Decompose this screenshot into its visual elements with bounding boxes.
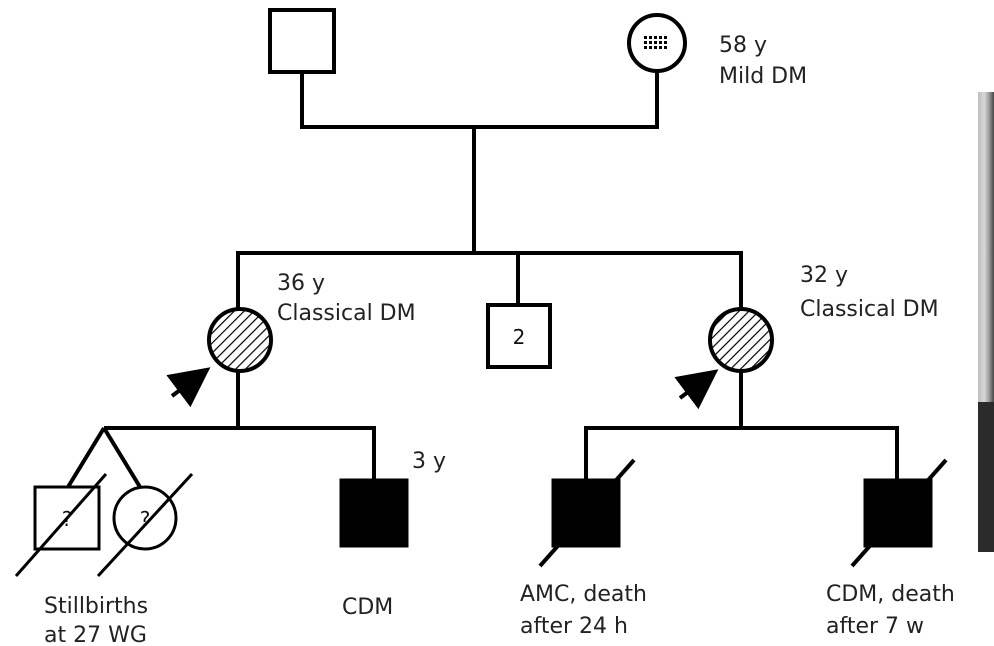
grandmother-dx-label: Mild DM [719,64,807,89]
left-mother-circle [209,309,271,371]
grandmother-age-label: 58 y [719,33,767,58]
left-proband-arrow [172,372,204,396]
amc-caption-line1: AMC, death [520,582,647,607]
left-mother-dx-label: Classical DM [277,301,416,326]
cropped-photo-edge [978,92,994,552]
brothers-count: 2 [513,325,526,349]
brothers-square: 2 [488,305,550,367]
stillbirth-male: ? [16,474,106,576]
cdm-death-caption-line2: after 7 w [826,614,924,639]
cdm-death-caption-line1: CDM, death [826,582,955,607]
twin-branch-left [68,428,104,487]
right-mother-dx-label: Classical DM [800,297,939,322]
grandfather-square [270,10,334,72]
cdm-child-age-label: 3 y [412,449,446,474]
pedigree-lines [68,68,899,487]
stillbirths-caption-line2: at 27 WG [44,623,147,646]
stillbirths-caption-line1: Stillbirths [44,594,148,619]
stillbirth-female: ? [98,474,192,576]
grandmother-circle [629,15,685,71]
right-mother-age-label: 32 y [800,263,848,288]
right-proband-arrow [680,374,712,398]
twin-branch-right [104,428,140,487]
left-mother-age-label: 36 y [277,271,325,296]
cdm-child-square [341,480,407,546]
cdm-child-caption: CDM [342,595,393,620]
right-mother-circle [710,309,772,371]
amc-caption-line2: after 24 h [520,614,628,639]
